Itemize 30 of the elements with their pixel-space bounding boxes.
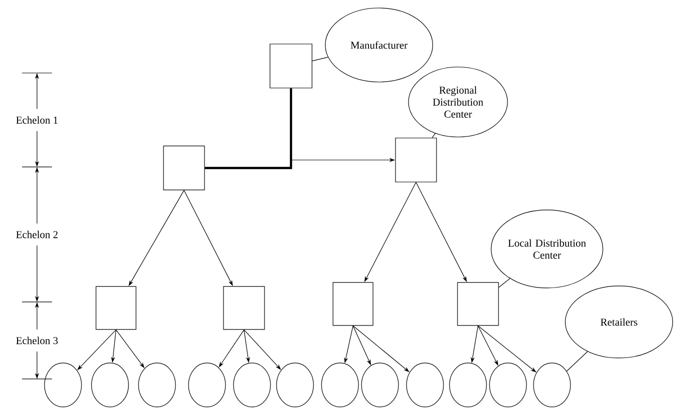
retailer-circle [91,362,129,408]
facility-box [395,138,437,182]
facility-box [332,282,374,326]
facility-box [223,286,265,330]
echelon-label: Echelon 3 [14,336,60,346]
leader-line [498,278,510,288]
facility-box [270,44,312,88]
retailer-circle [361,362,399,408]
callout-bubble: Regional Distribution Center [408,66,508,138]
retailer-circle [138,362,176,408]
facility-box [96,286,136,330]
callout-bubble: Retailers [564,286,674,358]
retailer-circle [489,362,527,408]
callout-bubble: Manufacturer [324,8,434,82]
retailer-circle [406,362,444,408]
retailer-circle [321,362,359,408]
retailer-circle [449,362,487,408]
echelon-label: Echelon 1 [14,115,60,125]
leader-line [566,351,588,372]
facility-box [163,146,205,190]
callout-bubble: Local Distribution Center [490,210,604,288]
leader-line [312,56,328,62]
retailer-circle [533,362,571,408]
echelon-label: Echelon 2 [14,230,60,240]
retailer-circle [44,362,82,408]
leader-line [432,133,436,138]
retailer-circle [188,362,226,408]
retailer-circle [233,362,271,408]
facility-box [457,282,499,326]
retailer-circle [276,362,314,408]
